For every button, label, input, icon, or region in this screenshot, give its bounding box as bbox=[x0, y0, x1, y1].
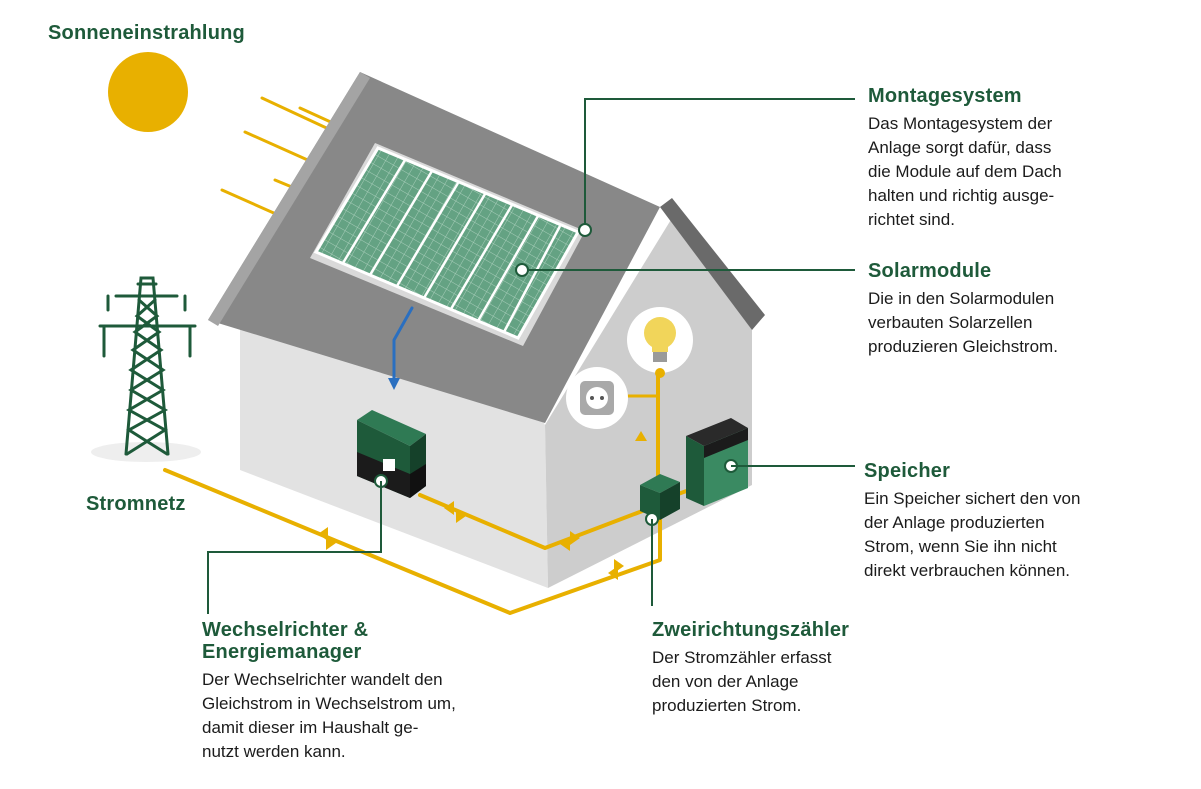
label-stromnetz: Stromnetz bbox=[86, 493, 186, 515]
text-solarmodule: Die in den Solarmodulen verbauten Solarz… bbox=[868, 289, 1058, 356]
power-socket-icon bbox=[566, 367, 628, 429]
solar-panel-array bbox=[310, 143, 585, 346]
cables bbox=[163, 306, 697, 615]
dc-cable bbox=[392, 306, 414, 384]
light-bulb-icon bbox=[627, 307, 693, 378]
leader-markers bbox=[515, 223, 592, 277]
power-pylon-icon bbox=[91, 276, 201, 462]
title-montagesystem: Montagesystem bbox=[868, 85, 1022, 107]
grid-cable bbox=[163, 468, 662, 615]
sun-icon bbox=[108, 52, 188, 132]
inverter bbox=[357, 410, 426, 498]
roof-front-edge bbox=[208, 72, 370, 326]
inverter-to-meter-cable bbox=[418, 493, 647, 550]
text-speicher: Ein Speicher sichert den von der Anlage … bbox=[864, 489, 1081, 580]
text-montagesystem: Das Montagesystem der Anlage sorgt dafür… bbox=[868, 114, 1062, 229]
flow-arrows bbox=[318, 378, 647, 580]
leader-lines bbox=[207, 98, 855, 614]
arrow-down-blue bbox=[388, 378, 400, 390]
text-wechselrichter: Der Wechselrichter wandelt den Gleichstr… bbox=[202, 670, 456, 761]
title-solarmodule: Solarmodule bbox=[868, 260, 992, 282]
label-sonneneinstrahlung: Sonneneinstrahlung bbox=[48, 22, 245, 44]
bidirectional-meter bbox=[640, 474, 680, 737]
title-zweirichtungszaehler: Zweirichtungszähler bbox=[652, 619, 850, 641]
title-speicher: Speicher bbox=[864, 460, 951, 482]
title-wechselrichter-line2: Energiemanager bbox=[202, 641, 362, 663]
roof-right-slope bbox=[660, 198, 765, 330]
battery-storage bbox=[686, 418, 748, 506]
title-wechselrichter-line1: Wechselrichter & bbox=[202, 619, 369, 641]
text-zweirichtungszaehler: Der Stromzähler erfasst den von der Anla… bbox=[652, 648, 832, 715]
